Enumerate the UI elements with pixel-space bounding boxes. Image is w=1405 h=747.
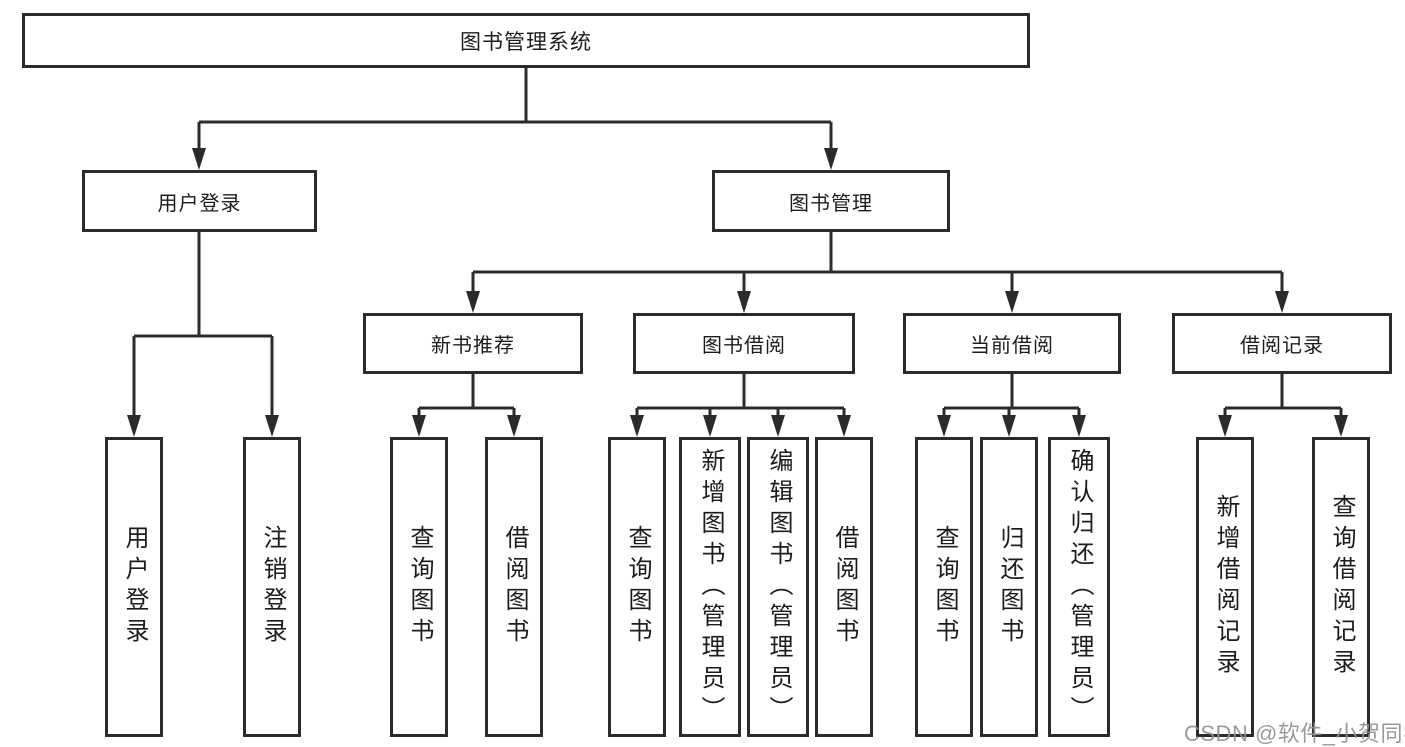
leaf-label: 编辑图书（管理员）	[765, 447, 792, 727]
leaf-label: 新增借阅记录	[1212, 494, 1239, 680]
leaf-borrowing-add-books-admin: 新增图书（管理员）	[679, 437, 741, 737]
node-current-borrowing: 当前借阅	[903, 313, 1121, 374]
leaf-label: 用户登录	[121, 525, 148, 649]
node-label: 图书借阅	[702, 335, 786, 357]
leaf-logout: 注销登录	[243, 437, 301, 737]
node-label: 图书管理系统	[460, 30, 592, 54]
node-book-borrowing: 图书借阅	[633, 313, 855, 374]
leaf-current-query-books: 查询图书	[915, 437, 973, 737]
node-borrowing-records: 借阅记录	[1172, 313, 1392, 374]
leaf-records-query-record: 查询借阅记录	[1312, 437, 1370, 737]
leaf-borrowing-borrow-books: 借阅图书	[815, 437, 873, 737]
node-label: 借阅记录	[1240, 335, 1324, 357]
arrowheads	[127, 148, 1348, 437]
leaf-recommend-query-books: 查询图书	[390, 437, 448, 737]
leaf-label: 查询图书	[406, 525, 433, 649]
node-library-management-system: 图书管理系统	[22, 13, 1030, 68]
leaf-label: 新增图书（管理员）	[697, 447, 724, 727]
leaf-label: 查询图书	[624, 525, 651, 649]
node-new-book-recommend: 新书推荐	[363, 313, 583, 374]
leaf-label: 确认归还（管理员）	[1066, 447, 1093, 727]
leaf-borrowing-query-books: 查询图书	[608, 437, 666, 737]
leaf-label: 归还图书	[996, 525, 1023, 649]
leaf-borrowing-edit-books-admin: 编辑图书（管理员）	[747, 437, 809, 737]
node-book-management: 图书管理	[712, 170, 950, 232]
leaf-label: 借阅图书	[831, 525, 858, 649]
node-label: 新书推荐	[431, 335, 515, 357]
node-label: 图书管理	[789, 192, 873, 215]
leaf-label: 借阅图书	[501, 525, 528, 649]
leaf-current-return-books: 归还图书	[980, 437, 1038, 737]
leaf-label: 查询图书	[931, 525, 958, 649]
node-label: 当前借阅	[970, 335, 1054, 357]
csdn-watermark: CSDN @软件_小贺同学	[1184, 721, 1405, 746]
node-user-login: 用户登录	[82, 170, 317, 232]
leaf-user-login: 用户登录	[105, 437, 163, 737]
leaf-label: 查询借阅记录	[1328, 494, 1355, 680]
leaf-label: 注销登录	[259, 525, 286, 649]
leaf-current-confirm-return-admin: 确认归还（管理员）	[1048, 437, 1110, 737]
node-label: 用户登录	[157, 192, 242, 215]
leaf-records-add-record: 新增借阅记录	[1196, 437, 1254, 737]
leaf-recommend-borrow-books: 借阅图书	[485, 437, 543, 737]
